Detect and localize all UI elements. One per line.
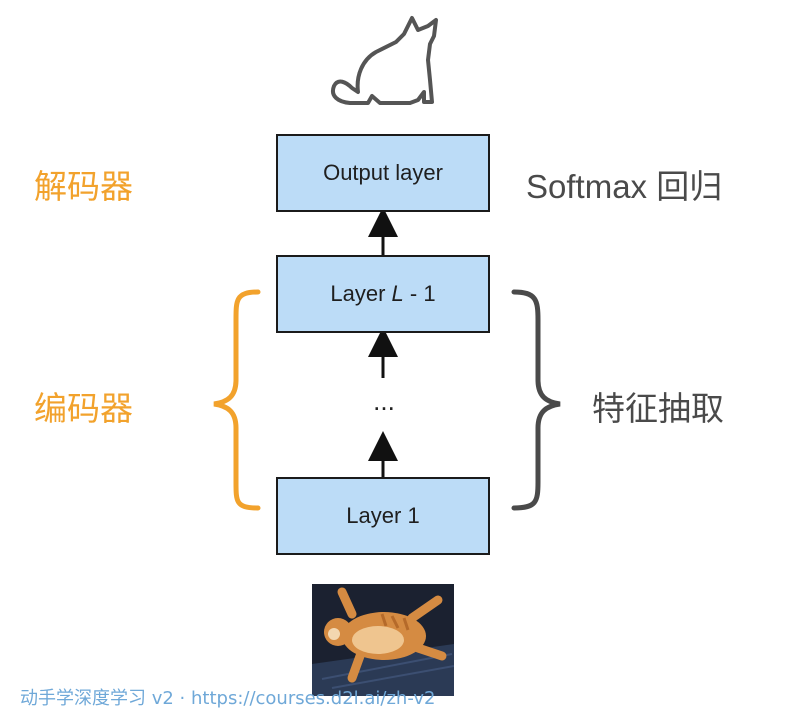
hidden-layer-variable: L (391, 281, 404, 306)
hidden-layer-l-minus-1-box: Layer L - 1 (276, 255, 490, 333)
encoder-label: 编码器 (34, 389, 133, 428)
first-layer-label: Layer 1 (346, 503, 420, 528)
feature-extraction-brace (511, 289, 561, 511)
cat-silhouette-icon (331, 16, 438, 105)
softmax-regression-label: Softmax 回归 (526, 168, 723, 205)
output-layer-box: Output layer (276, 134, 490, 212)
more-layers-ellipsis: ... (373, 386, 395, 416)
feature-extraction-label: 特征抽取 (592, 389, 724, 428)
hidden-layer-prefix: Layer (330, 281, 392, 306)
hidden-layer-suffix: - 1 (403, 281, 436, 306)
cat-photo-drawing (312, 584, 454, 696)
decoder-label: 解码器 (34, 167, 133, 206)
encoder-brace (213, 289, 261, 511)
output-layer-label: Output layer (323, 160, 443, 185)
cat-photo (312, 584, 454, 696)
footer-caption: 动手学深度学习 v2 · https://courses.d2l.ai/zh-v… (20, 688, 436, 709)
first-layer-box: Layer 1 (276, 477, 490, 555)
